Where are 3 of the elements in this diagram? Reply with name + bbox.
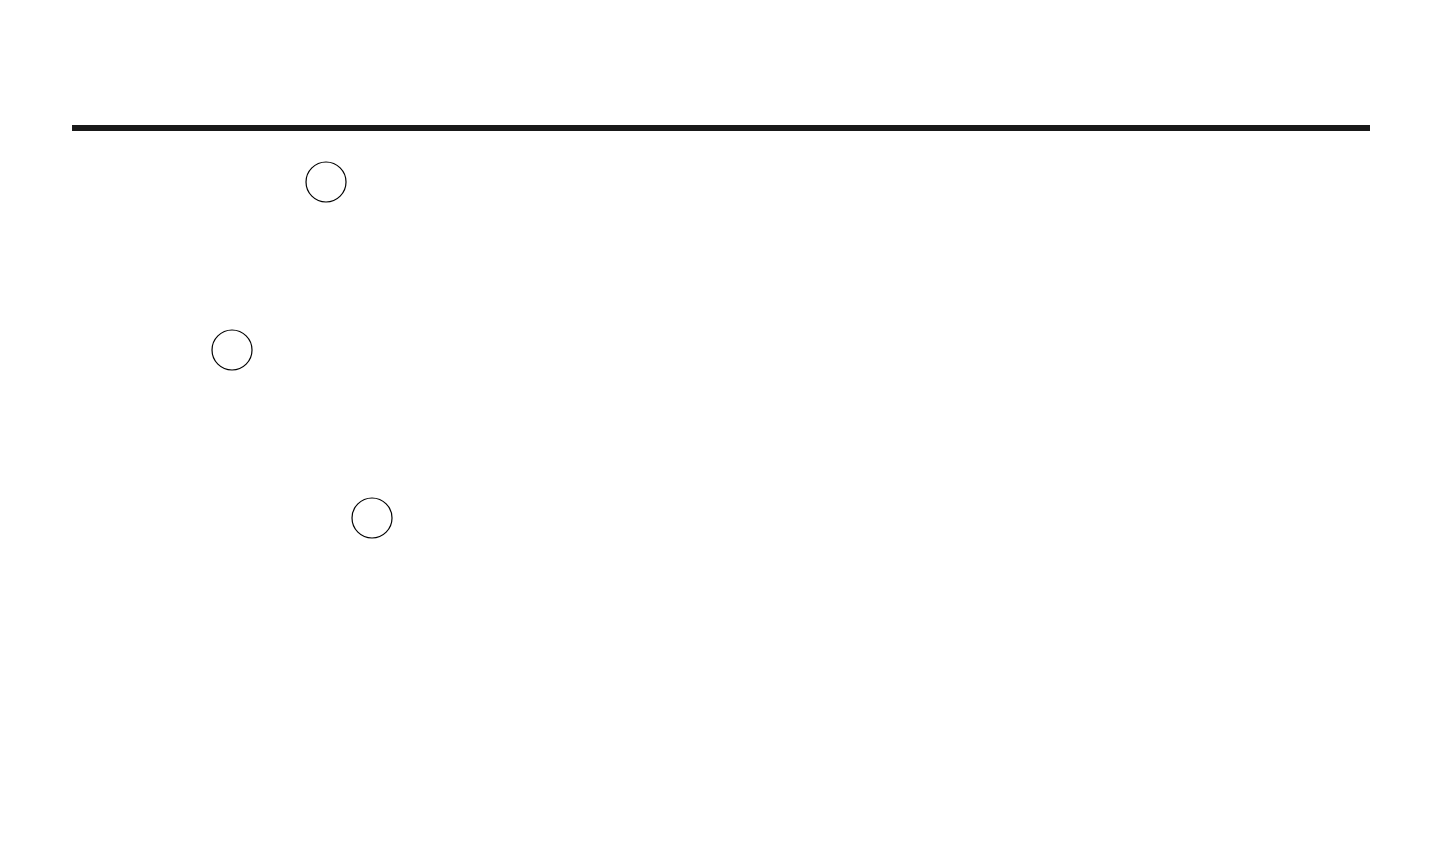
circle — [351, 497, 393, 539]
circle — [211, 329, 253, 371]
circle — [305, 161, 347, 203]
